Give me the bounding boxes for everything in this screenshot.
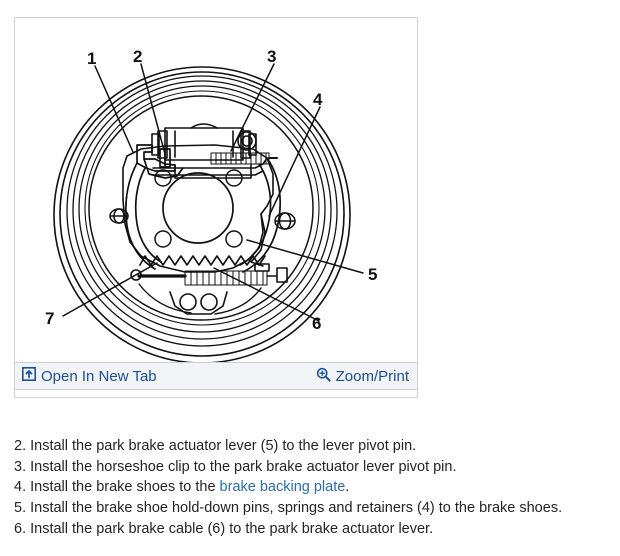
instruction-line: 3. Install the horseshoe clip to the par… — [14, 457, 614, 478]
callout-label-7: 7 — [45, 309, 54, 328]
instruction-number: 6. — [14, 520, 27, 537]
open-in-new-tab-icon — [22, 367, 36, 385]
open-in-new-tab-button[interactable]: Open In New Tab — [22, 367, 157, 385]
instruction-text: Install the brake shoes to the — [26, 479, 220, 496]
instruction-number: 5. — [14, 500, 27, 517]
instruction-list: 2. Install the park brake actuator lever… — [14, 436, 614, 540]
instruction-text: Install the park brake cable (6) to the … — [26, 520, 434, 537]
brake-assembly-drawing: 1 2 3 4 5 6 7 — [15, 18, 417, 362]
instruction-line: 4. Install the brake shoes to the brake … — [14, 477, 614, 498]
callout-label-4: 4 — [313, 90, 323, 109]
instruction-line: 6. Install the park brake cable (6) to t… — [14, 519, 614, 540]
open-in-new-tab-label: Open In New Tab — [41, 367, 157, 385]
instruction-number: 4. — [14, 479, 27, 496]
instruction-text: Install the horseshoe clip to the park b… — [26, 458, 457, 475]
instruction-text: Install the park brake actuator lever (5… — [26, 438, 417, 454]
instruction-line: 2. Install the park brake actuator lever… — [14, 436, 614, 457]
instruction-text: Install the brake shoe hold-down pins, s… — [26, 500, 563, 517]
instruction-line: 5. Install the brake shoe hold-down pins… — [14, 498, 614, 519]
instruction-link[interactable]: brake backing plate — [219, 479, 346, 496]
callout-label-3: 3 — [267, 47, 276, 66]
instruction-number: 3. — [14, 458, 27, 475]
figure-toolbar: Open In New Tab Zoom/Print — [15, 362, 417, 390]
instruction-text: . — [345, 479, 350, 496]
zoom-print-label: Zoom/Print — [335, 367, 409, 385]
zoom-print-button[interactable]: Zoom/Print — [316, 367, 409, 386]
callout-label-2: 2 — [133, 47, 142, 66]
callout-label-1: 1 — [87, 49, 96, 68]
brake-assembly-diagram: 1 2 3 4 5 6 7 — [15, 18, 417, 362]
instruction-number: 2. — [14, 438, 27, 454]
magnifier-plus-icon — [316, 367, 331, 386]
figure-panel: 1 2 3 4 5 6 7 Open In New Tab — [14, 17, 418, 398]
callout-label-5: 5 — [368, 265, 377, 284]
callout-label-6: 6 — [312, 314, 321, 333]
